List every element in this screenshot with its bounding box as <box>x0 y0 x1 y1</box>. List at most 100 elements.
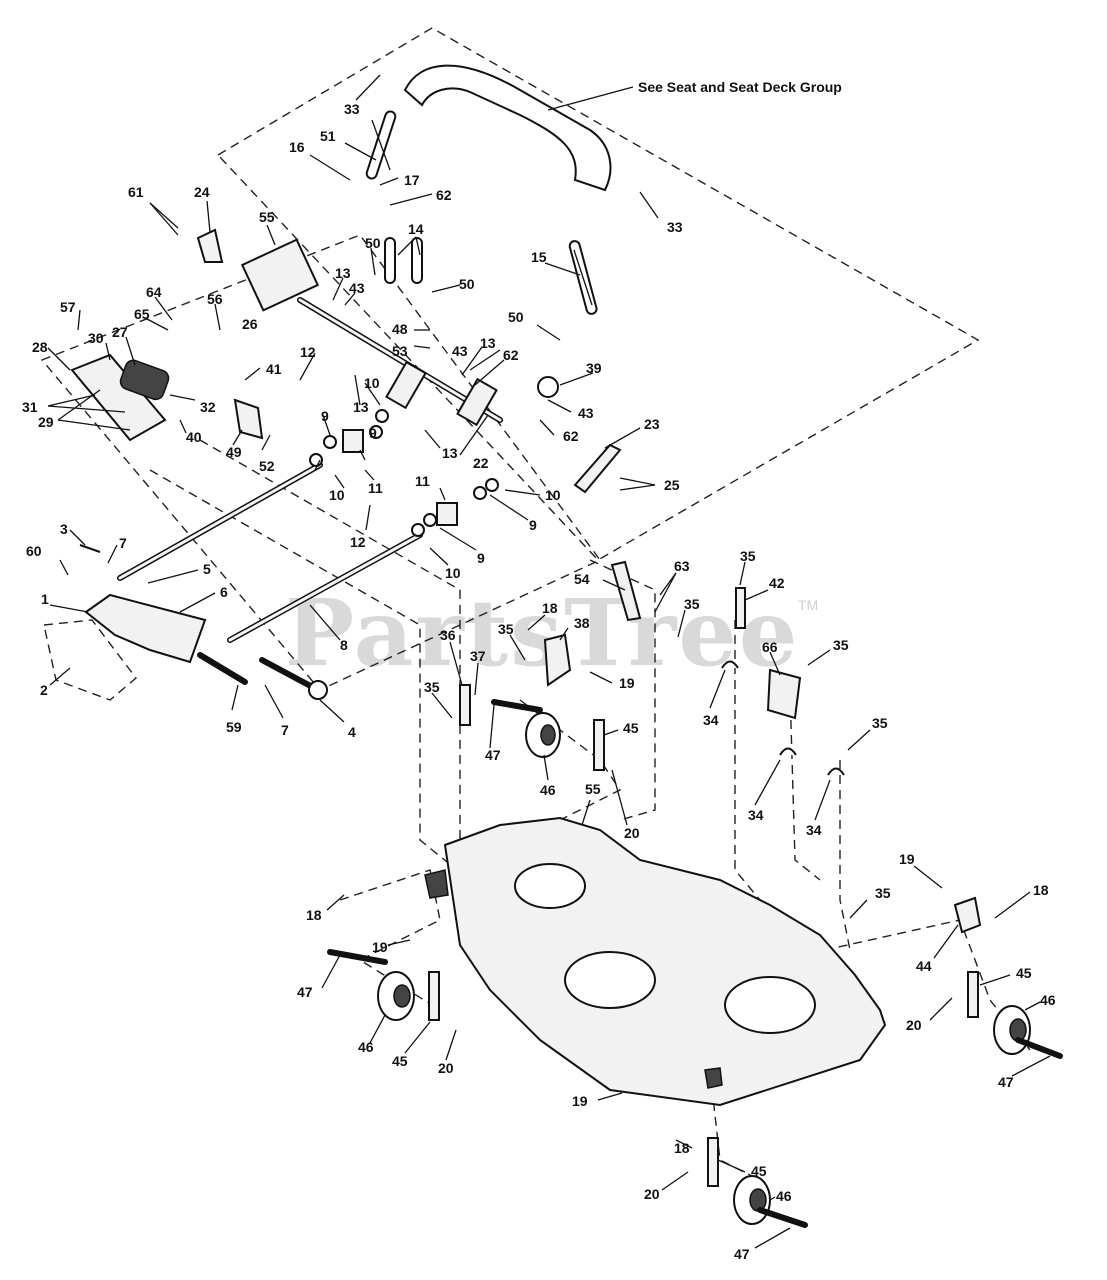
callout-57: 57 <box>60 299 76 315</box>
shaft-arm-right <box>456 377 498 427</box>
axle-bolt-47-upper <box>491 699 543 713</box>
callout-54: 54 <box>574 571 590 587</box>
linkage-lead-4 <box>734 620 761 901</box>
callout-33: 33 <box>344 101 360 117</box>
see-seat-note: See Seat and Seat Deck Group <box>638 79 842 95</box>
callout-33: 33 <box>667 219 683 235</box>
lift-bracket-26 <box>240 238 320 312</box>
callout-28: 28 <box>32 339 48 355</box>
callout-12: 12 <box>300 344 316 360</box>
hanger-42 <box>735 587 746 629</box>
chain-15 <box>568 240 598 315</box>
callout-8: 8 <box>340 637 348 653</box>
strap-34-c <box>827 767 845 776</box>
shaft-arm-left <box>385 360 427 410</box>
callout-35: 35 <box>684 596 700 612</box>
wheel-bracket-45-upper <box>593 719 605 771</box>
callout-18: 18 <box>674 1140 690 1156</box>
callout-7: 7 <box>281 722 289 738</box>
callout-50: 50 <box>508 309 524 325</box>
axle-bolt-47-right <box>1015 1037 1063 1059</box>
callout-41: 41 <box>266 361 282 377</box>
callout-62: 62 <box>436 187 452 203</box>
bracket-66 <box>766 668 802 720</box>
callout-20: 20 <box>624 825 640 841</box>
callout-35: 35 <box>498 621 514 637</box>
callout-47: 47 <box>485 747 501 763</box>
wheel-46-left <box>377 971 415 1021</box>
callout-34: 34 <box>806 822 822 838</box>
chain-14 <box>384 237 423 284</box>
bracket-36 <box>459 684 471 726</box>
callout-55: 55 <box>585 781 601 797</box>
callout-48: 48 <box>392 321 408 337</box>
strap-34-a <box>721 660 739 669</box>
callout-16: 16 <box>289 139 305 155</box>
callout-43: 43 <box>578 405 594 421</box>
callout-12: 12 <box>350 534 366 550</box>
callout-19: 19 <box>372 939 388 955</box>
callout-39: 39 <box>586 360 602 376</box>
blade-housing-center <box>564 951 656 1009</box>
wheel-bracket-45-left <box>428 971 440 1021</box>
callout-25: 25 <box>664 477 680 493</box>
callout-43: 43 <box>452 343 468 359</box>
leader-lines <box>47 74 1051 1249</box>
note-leader <box>547 86 634 111</box>
callout-20: 20 <box>438 1060 454 1076</box>
linkage-lead-6 <box>839 760 851 951</box>
callout-38: 38 <box>574 615 590 631</box>
lift-arm-23 <box>573 443 622 494</box>
callout-45: 45 <box>1016 965 1032 981</box>
bracket-54 <box>610 560 642 622</box>
linkage-lead-5 <box>789 689 821 881</box>
callout-47: 47 <box>734 1246 750 1262</box>
callout-9: 9 <box>369 425 377 441</box>
pin-59 <box>197 652 248 685</box>
callout-13: 13 <box>353 399 369 415</box>
wheel-46-right <box>993 1005 1031 1055</box>
callout-23: 23 <box>644 416 660 432</box>
motor-27 <box>119 359 170 401</box>
strap-34-b <box>779 747 797 756</box>
callout-60: 60 <box>26 543 42 559</box>
bracket-29-31 <box>70 353 167 442</box>
callout-3: 3 <box>60 521 68 537</box>
callout-34: 34 <box>703 712 719 728</box>
callout-29: 29 <box>38 414 54 430</box>
callout-45: 45 <box>392 1053 408 1069</box>
callout-9: 9 <box>529 517 537 533</box>
callout-13: 13 <box>442 445 458 461</box>
axle-bolt-47-front <box>757 1207 808 1228</box>
bracket-49 <box>233 398 264 440</box>
callout-51: 51 <box>320 128 336 144</box>
callout-56: 56 <box>207 291 223 307</box>
callout-46: 46 <box>540 782 556 798</box>
callout-61: 61 <box>128 184 144 200</box>
callout-63: 63 <box>674 558 690 574</box>
deck-bracket-front <box>704 1067 723 1089</box>
callout-44: 44 <box>916 958 932 974</box>
callout-18: 18 <box>542 600 558 616</box>
block-11-lower <box>436 502 458 526</box>
callout-20: 20 <box>906 1017 922 1033</box>
callout-27: 27 <box>112 324 128 340</box>
bushing-39 <box>537 376 559 398</box>
callout-5: 5 <box>203 561 211 577</box>
callout-9: 9 <box>477 550 485 566</box>
callout-35: 35 <box>424 679 440 695</box>
callout-46: 46 <box>358 1039 374 1055</box>
callout-4: 4 <box>348 724 356 740</box>
callout-10: 10 <box>329 487 345 503</box>
wheel-bracket-45-right <box>967 971 979 1018</box>
spring-3 <box>79 544 101 553</box>
callout-49: 49 <box>226 444 242 460</box>
callout-6: 6 <box>220 584 228 600</box>
callout-10: 10 <box>545 487 561 503</box>
callout-36: 36 <box>440 627 456 643</box>
callout-18: 18 <box>1033 882 1049 898</box>
blade-housing-left <box>514 863 586 909</box>
callout-45: 45 <box>751 1163 767 1179</box>
wheel-46-upper <box>525 712 561 758</box>
watermark-tm: TM <box>798 597 818 613</box>
